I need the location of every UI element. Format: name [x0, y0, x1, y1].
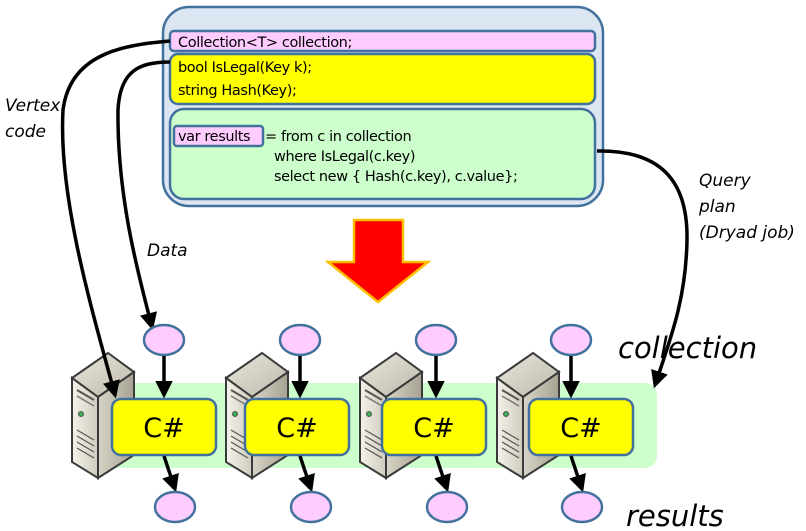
query-line-2: where IsLegal(c.key)	[274, 149, 415, 165]
collection-decl-text: Collection<T> collection;	[178, 35, 352, 51]
vertex-box	[243, 397, 351, 457]
vertex-label-line-1: Vertex	[5, 96, 61, 116]
data-label: Data	[147, 241, 188, 261]
vertex-box	[380, 397, 488, 457]
input-partition-node	[142, 323, 186, 357]
vertex-label: C#	[143, 413, 184, 444]
results-label: results	[626, 499, 724, 531]
var-results-box	[172, 124, 265, 148]
vertex-label: C#	[413, 413, 454, 444]
vertex-box	[527, 397, 635, 457]
vertex-box	[110, 397, 218, 457]
vertex-label: C#	[276, 413, 317, 444]
query-box	[168, 107, 597, 201]
query-line-3: select new { Hash(c.key), c.value};	[274, 169, 517, 185]
collection-label: collection	[618, 331, 757, 365]
output-arrow	[569, 455, 586, 493]
output-partition-node	[289, 490, 333, 524]
query-plan-label-line-1: Query	[699, 171, 752, 191]
output-arrow	[298, 455, 315, 493]
vertex-label: C#	[560, 413, 601, 444]
function-islegal-text: bool IsLegal(Key k);	[178, 60, 312, 76]
functions-box	[168, 52, 597, 106]
input-partition-node	[414, 323, 458, 357]
var-results-text: var results	[178, 129, 250, 145]
query-plan-label-line-3: (Dryad job)	[699, 223, 795, 243]
query-plan-label-line-2: plan	[698, 197, 736, 217]
output-arrow	[434, 455, 451, 493]
input-partition-node	[278, 323, 322, 357]
function-hash-text: string Hash(Key);	[178, 83, 296, 99]
output-partition-node	[560, 490, 604, 524]
data-arrow	[116, 60, 171, 331]
vertex-label-line-2: code	[5, 122, 46, 142]
code-container: Collection<T> collection; bool IsLegal(K…	[161, 5, 605, 208]
output-arrow	[162, 455, 179, 493]
output-partition-node	[153, 490, 197, 524]
vertex-code-arrow	[60, 39, 171, 399]
transform-arrow-icon	[324, 218, 432, 304]
query-line-1: = from c in collection	[265, 129, 411, 145]
input-partition-node	[549, 323, 593, 357]
query-plan-arrow	[596, 149, 689, 389]
output-partition-node	[425, 490, 469, 524]
